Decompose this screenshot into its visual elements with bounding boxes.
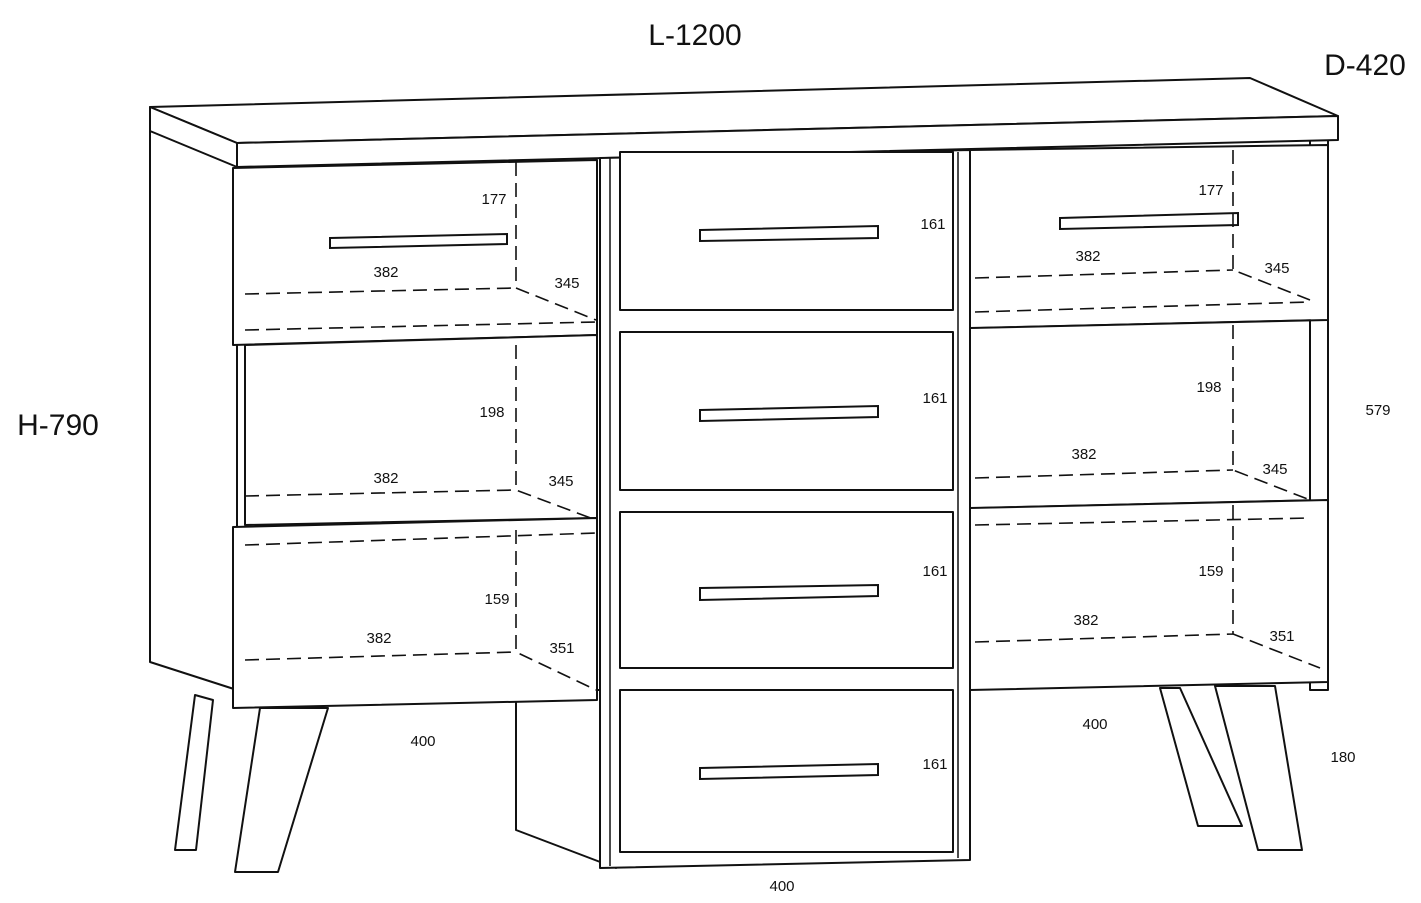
middle-width-label: 400	[769, 878, 794, 895]
leg-front-left	[234, 707, 329, 873]
right-top-door	[969, 144, 1329, 329]
dim-label: 382	[1073, 612, 1098, 629]
dim-label: 177	[481, 191, 506, 208]
dim-label: 161	[922, 390, 947, 407]
interior-dashes	[244, 150, 1321, 691]
body-height-label: 579	[1365, 402, 1390, 419]
left-side-panel	[149, 130, 238, 691]
dim-label: 382	[373, 264, 398, 281]
length-label: L-1200	[648, 19, 741, 52]
dim-label: 159	[1198, 563, 1223, 580]
dim-label: 161	[922, 756, 947, 773]
leg-back-right	[1159, 687, 1243, 827]
dim-label: 382	[366, 630, 391, 647]
height-label: H-790	[17, 409, 99, 442]
dim-label: 345	[554, 275, 579, 292]
dim-label: 198	[479, 404, 504, 421]
left-top-door	[232, 159, 598, 346]
right-width-label: 400	[1082, 716, 1107, 733]
dim-label: 345	[1262, 461, 1287, 478]
dim-label: 161	[920, 216, 945, 233]
dim-label: 351	[549, 640, 574, 657]
dim-label: 351	[1269, 628, 1294, 645]
leg-front-right	[1214, 685, 1303, 851]
left-width-label: 400	[410, 733, 435, 750]
dim-label: 382	[1075, 248, 1100, 265]
right-bottom-door	[969, 499, 1329, 691]
dim-label: 161	[922, 563, 947, 580]
handles	[329, 211, 1239, 781]
dim-label: 345	[548, 473, 573, 490]
left-open-shelf	[244, 334, 598, 526]
left-bottom-door	[232, 517, 598, 709]
dim-label: 198	[1196, 379, 1221, 396]
leg-back-left	[174, 694, 214, 851]
dim-label: 345	[1264, 260, 1289, 277]
leg-height-label: 180	[1330, 749, 1355, 766]
dim-label: 159	[484, 591, 509, 608]
dim-label: 382	[1071, 446, 1096, 463]
depth-label: D-420	[1324, 49, 1406, 82]
dim-label: 382	[373, 470, 398, 487]
dim-label: 177	[1198, 182, 1223, 199]
